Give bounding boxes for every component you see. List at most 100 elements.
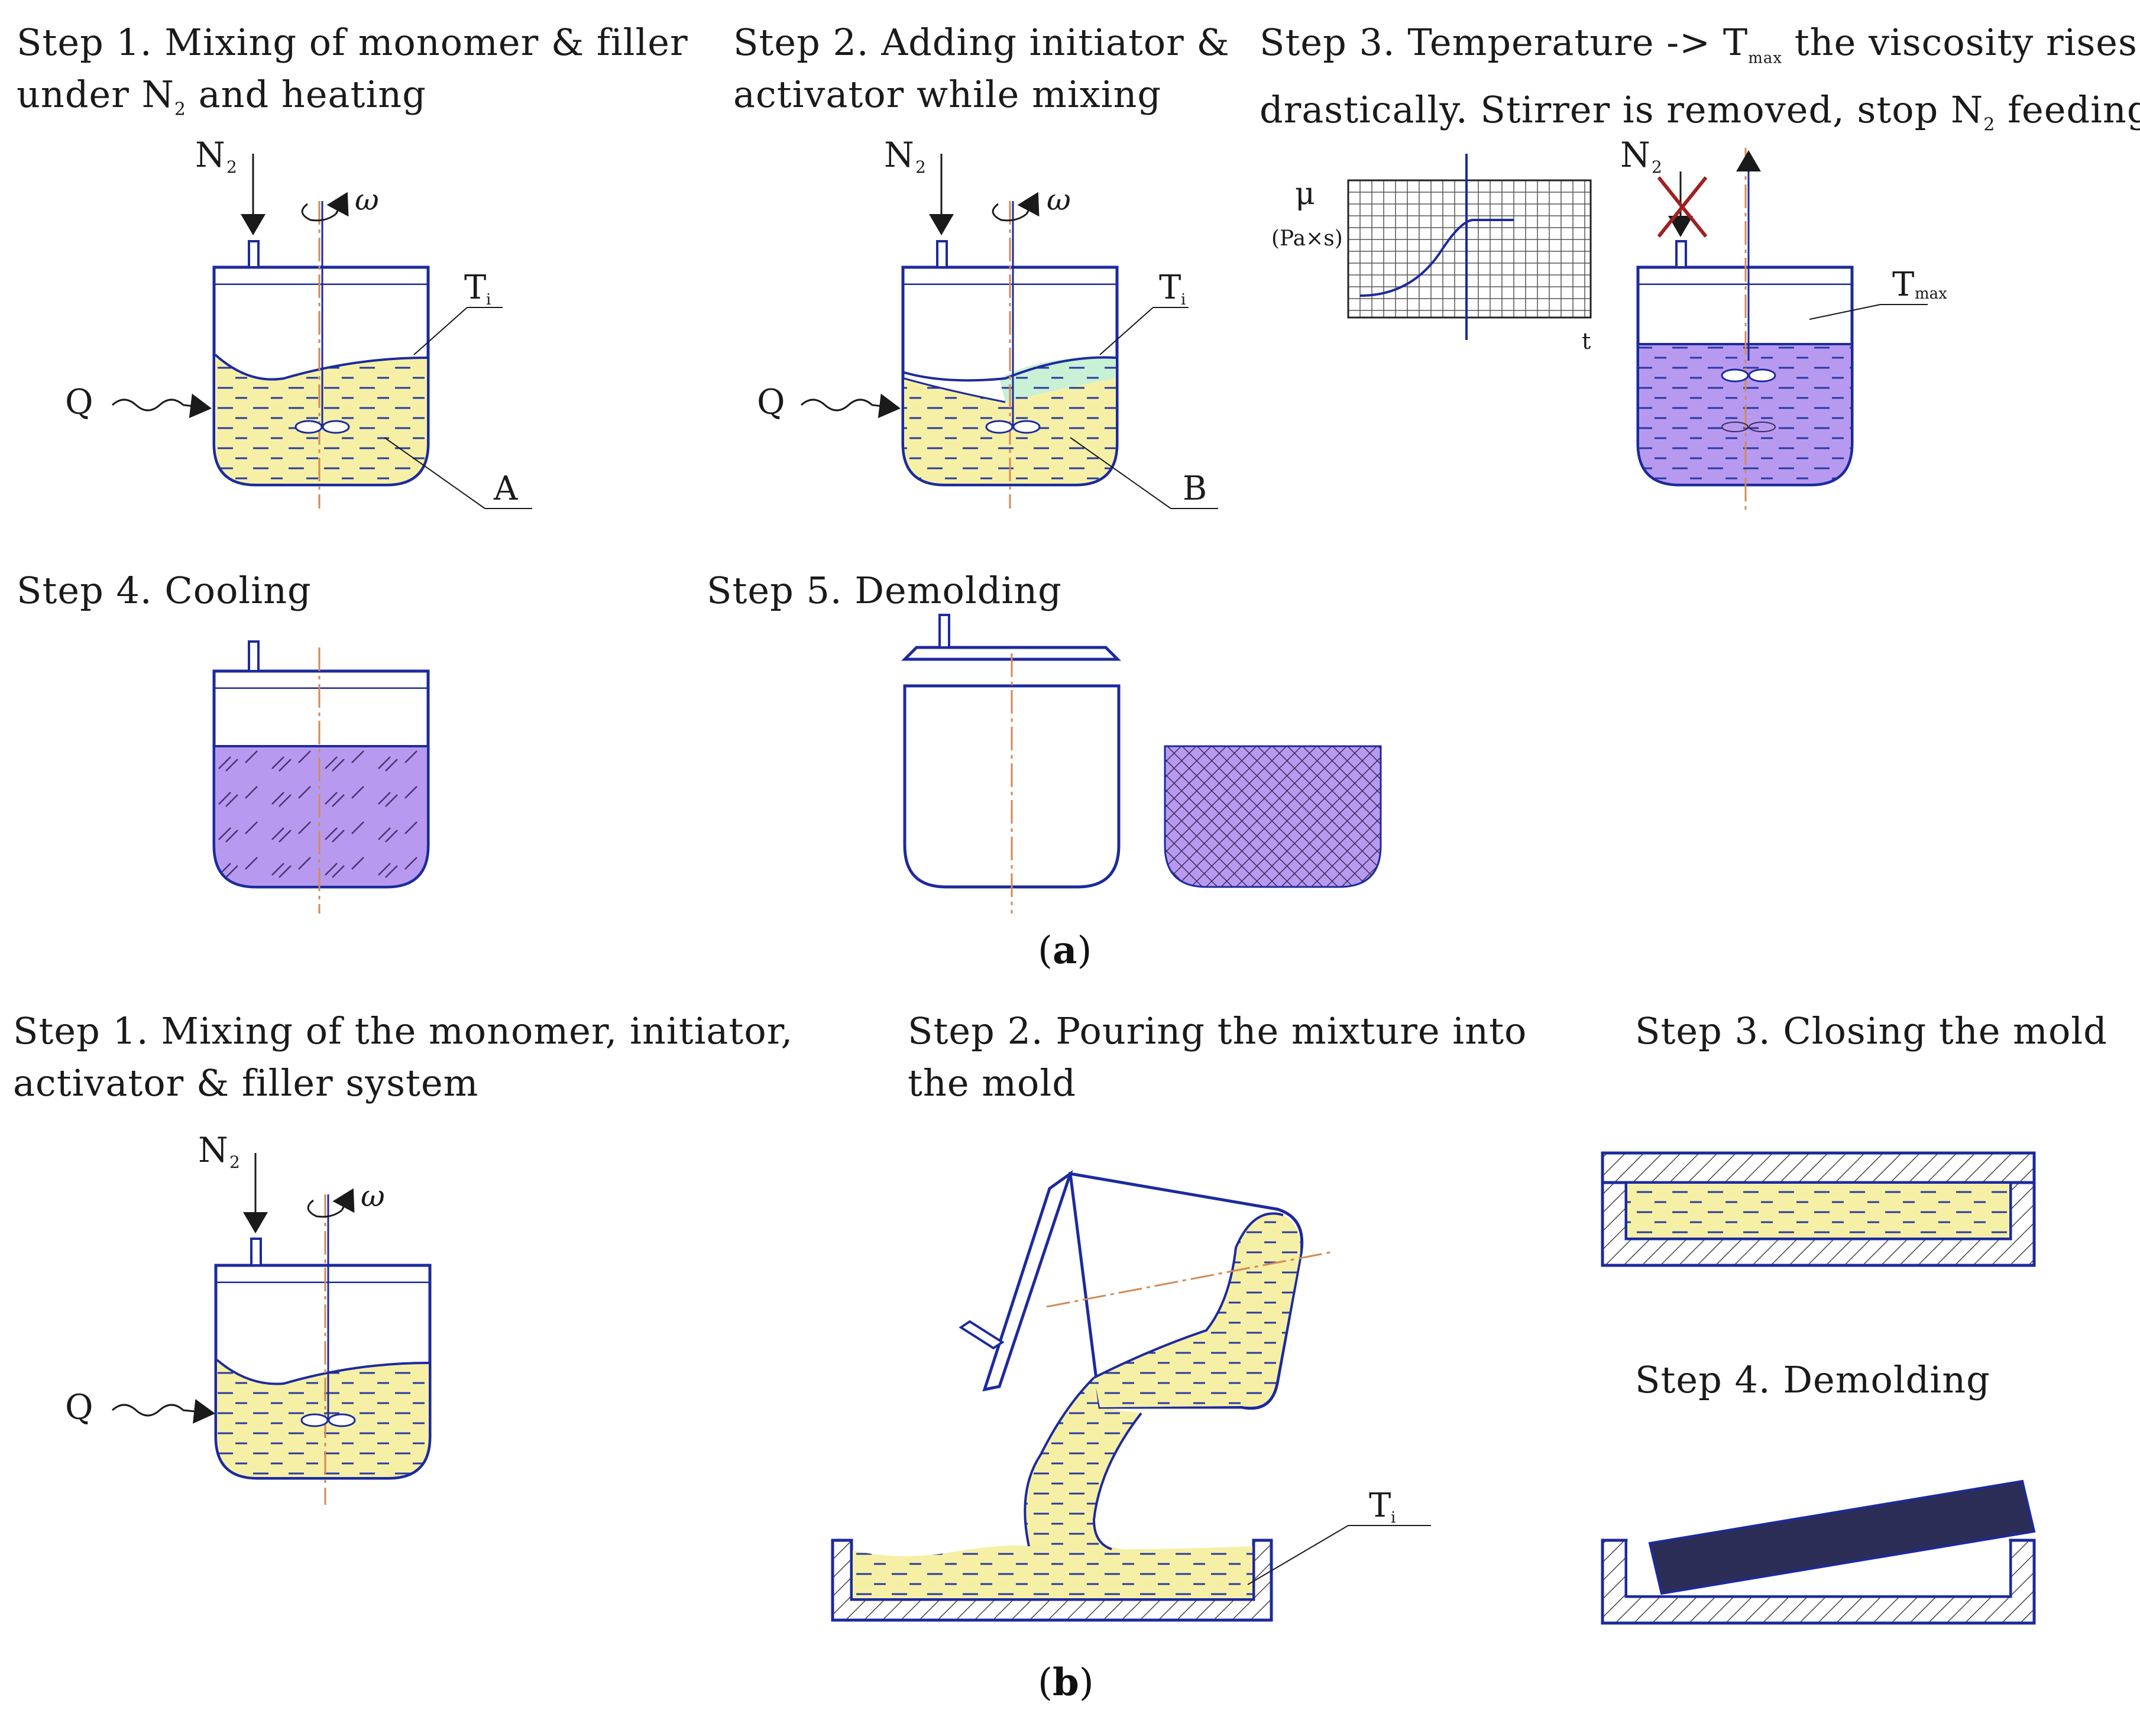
b2-vessel-fill-dashes	[1094, 1213, 1301, 1407]
a-step1-line1: Step 1. Mixing of monomer & filler	[17, 21, 688, 64]
a1-a: A	[493, 469, 518, 508]
viscosity-t: t	[1582, 328, 1591, 354]
a1-monomer-dashes	[215, 355, 427, 484]
a2-surface	[904, 356, 1116, 382]
a-step1-reactor: N 2 ω Q T i A	[65, 135, 532, 509]
a-step1-line2-sub: 2	[174, 99, 186, 120]
a2-omega: ω	[1047, 183, 1071, 217]
a2-activator-dashes	[999, 357, 1116, 402]
a1-ti-sub: i	[486, 291, 491, 309]
b3-material-dashes	[1627, 1184, 2009, 1238]
b-step2-line1: Step 2. Pouring the mixture into	[908, 1009, 1527, 1052]
b1-surface	[216, 1359, 429, 1385]
a2-rotation-arrow	[1017, 192, 1040, 217]
a-step2-line2: activator while mixing	[733, 73, 1162, 116]
b2-ti-sub: i	[1391, 1509, 1396, 1527]
a2-ti-sub: i	[1181, 291, 1186, 309]
b1-q: Q	[65, 1387, 93, 1427]
a-step3-reactor: N 2 T max	[1620, 135, 1947, 511]
panel-a-close: )	[1077, 929, 1092, 973]
a1-lid	[212, 265, 430, 287]
a1-omega: ω	[355, 183, 379, 217]
a-step2-line1: Step 2. Adding initiator &	[733, 21, 1230, 64]
a2-heat-arrow	[800, 393, 901, 419]
a-step3-line2-pre: drastically. Stirrer is removed, stop N	[1260, 88, 1984, 132]
a-step3-viscosity-plot: μ (Pa×s) t	[1271, 154, 1592, 354]
a2-ti-leader	[1099, 307, 1154, 355]
a3-ghost-impeller-right	[1749, 422, 1776, 432]
b1-impeller-right	[328, 1413, 356, 1427]
a4-lid	[212, 669, 430, 691]
b4-mold	[1601, 1539, 2036, 1625]
a-step3-line1-tail: the viscosity rises	[1782, 21, 2138, 64]
b1-rotation	[307, 1199, 342, 1218]
b-step3-closed-mold	[1601, 1151, 2036, 1267]
a-step1-line2: under N	[17, 73, 174, 116]
b2-stream-edge	[1024, 1377, 1142, 1550]
b2-mold	[831, 1539, 1273, 1622]
a1-q: Q	[65, 382, 93, 422]
a2-impeller-left	[985, 420, 1014, 434]
viscosity-grid	[1348, 180, 1591, 318]
b2-vessel-surface	[1093, 1212, 1284, 1379]
b-step4-title: Step 4. Demolding	[1635, 1354, 1990, 1406]
a-step4-line1: Step 4. Cooling	[17, 569, 312, 612]
b2-stream-dashes	[1025, 1378, 1141, 1549]
b1-heat-arrow	[111, 1399, 215, 1424]
a2-rotation	[992, 203, 1027, 222]
a-step2-reactor: N 2 ω Q T i B	[757, 135, 1218, 509]
a1-rotation	[301, 203, 336, 222]
panel-b-close: )	[1079, 1661, 1094, 1705]
b1-n2-sub: 2	[229, 1152, 240, 1172]
a2-b-leader	[1070, 437, 1171, 509]
a3-tmax-leader	[1809, 304, 1881, 320]
b-step1-reactor: N 2 ω Q	[65, 1130, 432, 1505]
a2-b: B	[1183, 469, 1207, 508]
a3-impeller-left	[1721, 368, 1749, 383]
viscosity-curve	[1359, 219, 1514, 297]
a1-n2-sub: 2	[226, 157, 237, 177]
a-step1-line2-tail: and heating	[186, 73, 426, 116]
b1-lid	[214, 1264, 432, 1285]
panel-b-letter: b	[1052, 1660, 1079, 1705]
b3-mold-bottom	[1601, 1181, 2036, 1267]
a2-n2-label: N	[884, 135, 914, 175]
b2-mold-fill-dashes	[853, 1542, 1252, 1598]
a1-surface	[214, 354, 428, 381]
a3-ghost-impeller-left	[1721, 422, 1749, 432]
panel-b-open: (	[1038, 1661, 1053, 1705]
a3-tmax: T	[1892, 265, 1914, 304]
a1-a-leader	[384, 437, 485, 509]
a5-polymer-texture	[1164, 745, 1382, 888]
panel-a-label: (a)	[1038, 928, 1092, 973]
a-step3-line1-pre: Step 3. Temperature -> T	[1260, 21, 1749, 64]
a-step4-title: Step 4. Cooling	[17, 565, 312, 617]
b-step2-line2: the mold	[908, 1061, 1076, 1105]
a1-ti-leader	[413, 307, 468, 355]
a-step2-title: Step 2. Adding initiator & activator whi…	[733, 17, 1230, 121]
a2-n2-sub: 2	[915, 157, 926, 177]
b2-ti: T	[1369, 1486, 1391, 1525]
a-step3-line2-tail: feeding	[1995, 88, 2140, 132]
a3-n2-sub: 2	[1652, 157, 1662, 177]
a1-n2-inlet	[248, 240, 260, 268]
a1-heat-arrow	[111, 393, 212, 419]
a-step5-title: Step 5. Demolding	[707, 565, 1062, 617]
b1-impeller-left	[300, 1413, 329, 1427]
a3-n2-label: N	[1620, 135, 1650, 175]
a3-impeller-right	[1748, 368, 1776, 383]
a-step1-title: Step 1. Mixing of monomer & filler under…	[17, 17, 688, 135]
viscosity-mu: μ	[1295, 176, 1315, 212]
b-step3-title: Step 3. Closing the mold	[1635, 1005, 2107, 1057]
a3-cross-2	[1657, 176, 1708, 238]
b1-n2-label: N	[198, 1130, 228, 1170]
b1-rotation-arrow	[332, 1188, 355, 1213]
b1-omega: ω	[361, 1179, 385, 1213]
b2-axis	[1046, 1251, 1331, 1308]
b-step4-line1: Step 4. Demolding	[1635, 1358, 1990, 1401]
b-step1-title: Step 1. Mixing of the monomer, initiator…	[13, 1005, 793, 1109]
a2-interface	[904, 377, 1006, 403]
a2-ti: T	[1159, 268, 1181, 307]
a4-inlet	[248, 640, 260, 672]
a3-n2-inlet	[1675, 240, 1687, 268]
